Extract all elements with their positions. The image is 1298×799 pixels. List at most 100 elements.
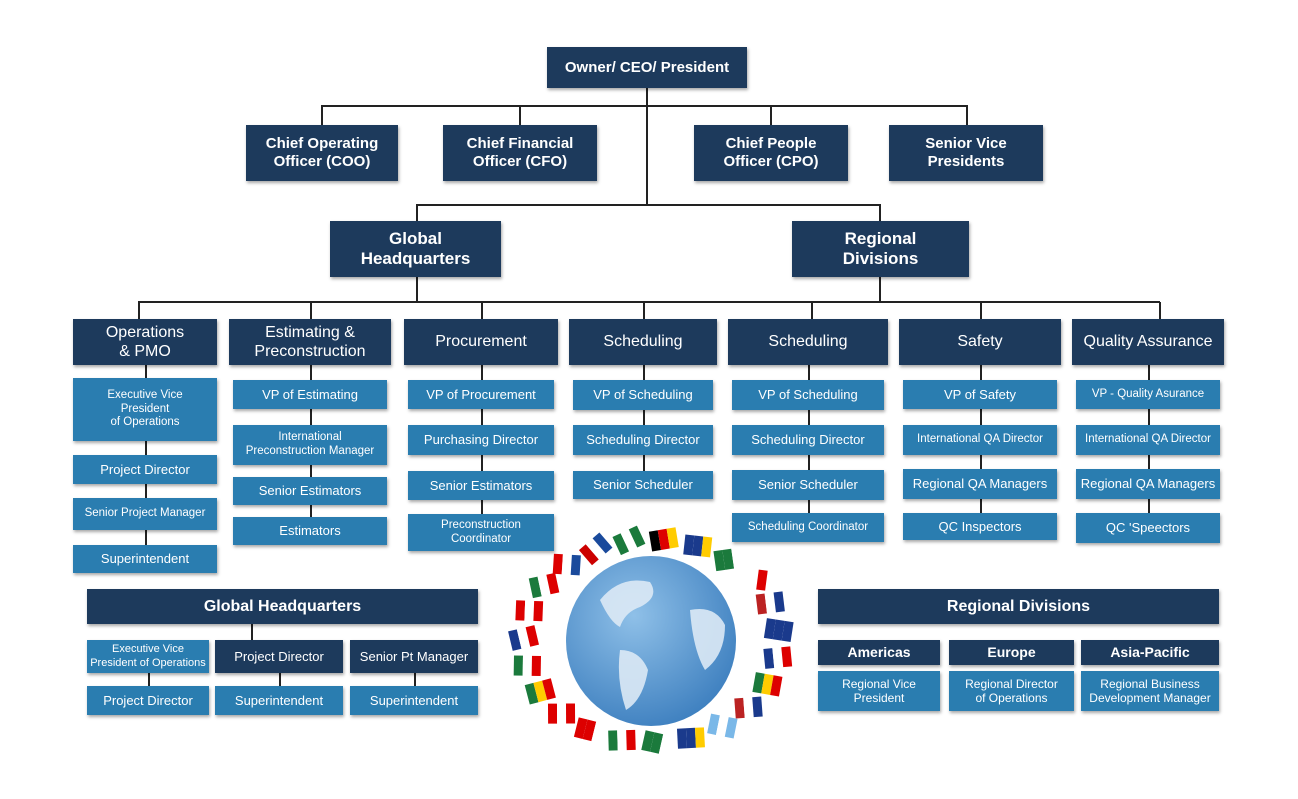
role-box: Scheduling Director: [732, 425, 884, 455]
flag-icon: [683, 534, 713, 558]
connector-line: [251, 624, 253, 640]
connector-line: [138, 302, 140, 319]
flag-icon: [515, 600, 544, 622]
global-hq-role: Project Director: [215, 640, 343, 673]
connector-line: [980, 302, 982, 319]
flag-icon: [547, 703, 576, 724]
flag-icon: [513, 655, 541, 676]
connector-line: [643, 365, 645, 471]
department-header: Scheduling: [728, 319, 888, 365]
flag-icon: [707, 713, 738, 739]
connector-line: [416, 204, 418, 221]
role-box: Scheduling Coordinator: [732, 513, 884, 542]
role-box: Senior Estimators: [233, 477, 387, 505]
department-header: Quality Assurance: [1072, 319, 1224, 365]
connector-line: [321, 105, 323, 125]
connector-line: [646, 88, 648, 206]
flag-icon: [676, 727, 705, 749]
flag-icon: [552, 553, 581, 576]
connector-line: [310, 302, 312, 319]
role-box: Regional QA Managers: [903, 469, 1057, 499]
role-box: QC Inspectors: [903, 513, 1057, 540]
role-box: Superintendent: [73, 545, 217, 573]
role-box: Scheduling Director: [573, 425, 713, 455]
region-role: Regional Director of Operations: [949, 671, 1074, 711]
global-hq-subrole: Project Director: [87, 686, 209, 715]
connector-line: [811, 302, 813, 319]
connector-line: [138, 301, 1160, 303]
connector-line: [879, 204, 881, 221]
department-header: Operations & PMO: [73, 319, 217, 365]
global-hq-role: Senior Pt Manager: [350, 640, 478, 673]
connector-line: [414, 673, 416, 686]
connector-line: [519, 105, 521, 125]
executive-box: Chief People Officer (CPO): [694, 125, 848, 181]
branch-regional-divisions: Regional Divisions: [792, 221, 969, 277]
role-box: Senior Scheduler: [573, 471, 713, 499]
flag-icon: [763, 646, 793, 669]
role-box: International Preconstruction Manager: [233, 425, 387, 465]
connector-line: [279, 673, 281, 686]
role-box: Senior Scheduler: [732, 470, 884, 500]
department-header: Safety: [899, 319, 1061, 365]
flag-icon: [608, 729, 636, 751]
flag-icon: [528, 572, 560, 599]
connector-line: [643, 302, 645, 319]
flag-icon: [508, 625, 539, 651]
executive-box: Senior Vice Presidents: [889, 125, 1043, 181]
role-box: Executive Vice President of Operations: [73, 378, 217, 441]
branch-global-hq: Global Headquarters: [330, 221, 501, 277]
flag-icon: [752, 672, 783, 697]
region-header: Americas: [818, 640, 940, 665]
role-box: Purchasing Director: [408, 425, 554, 455]
department-header: Estimating & Preconstruction: [229, 319, 391, 365]
department-header: Scheduling: [569, 319, 717, 365]
flag-icon: [573, 717, 605, 744]
role-box: VP of Scheduling: [573, 380, 713, 410]
role-box: Senior Project Manager: [73, 498, 217, 530]
region-role: Regional Vice President: [818, 671, 940, 711]
regional-divisions-header: Regional Divisions: [818, 589, 1219, 624]
flag-icon: [734, 696, 763, 719]
connector-line: [416, 204, 881, 206]
flag-icon: [738, 567, 768, 591]
ceo-box: Owner/ CEO/ President: [547, 47, 747, 88]
role-box: International QA Director: [1076, 425, 1220, 455]
executive-box: Chief Financial Officer (CFO): [443, 125, 597, 181]
department-header: Procurement: [404, 319, 558, 365]
connector-line: [966, 105, 968, 125]
role-box: VP - Quality Asurance: [1076, 380, 1220, 409]
flag-icon: [524, 678, 556, 705]
global-hq-subrole: Superintendent: [350, 686, 478, 715]
connector-line: [416, 277, 418, 302]
connector-line: [770, 105, 772, 125]
role-box: VP of Scheduling: [732, 380, 884, 410]
connector-line: [879, 277, 881, 302]
continent-shape: [600, 580, 725, 710]
connector-line: [321, 105, 968, 107]
global-hq-subrole: Superintendent: [215, 686, 343, 715]
role-box: Preconstruction Coordinator: [408, 514, 554, 551]
flag-icon: [612, 525, 646, 556]
flag-icon: [648, 527, 679, 552]
flag-icon: [641, 730, 673, 756]
executive-box: Chief Operating Officer (COO): [246, 125, 398, 181]
connector-line: [481, 302, 483, 319]
flag-icon: [713, 547, 744, 572]
global-hq-role: Executive Vice President of Operations: [87, 640, 209, 673]
region-header: Europe: [949, 640, 1074, 665]
role-box: Senior Estimators: [408, 471, 554, 500]
connector-line: [148, 673, 150, 686]
flag-icon: [763, 618, 794, 642]
role-box: VP of Safety: [903, 380, 1057, 409]
flag-icon: [578, 532, 613, 566]
role-box: VP of Estimating: [233, 380, 387, 409]
role-box: International QA Director: [903, 425, 1057, 455]
role-box: Regional QA Managers: [1076, 469, 1220, 499]
region-role: Regional Business Development Manager: [1081, 671, 1219, 711]
role-box: VP of Procurement: [408, 380, 554, 409]
role-box: Project Director: [73, 455, 217, 484]
role-box: Estimators: [233, 517, 387, 545]
flag-icon: [755, 591, 785, 615]
